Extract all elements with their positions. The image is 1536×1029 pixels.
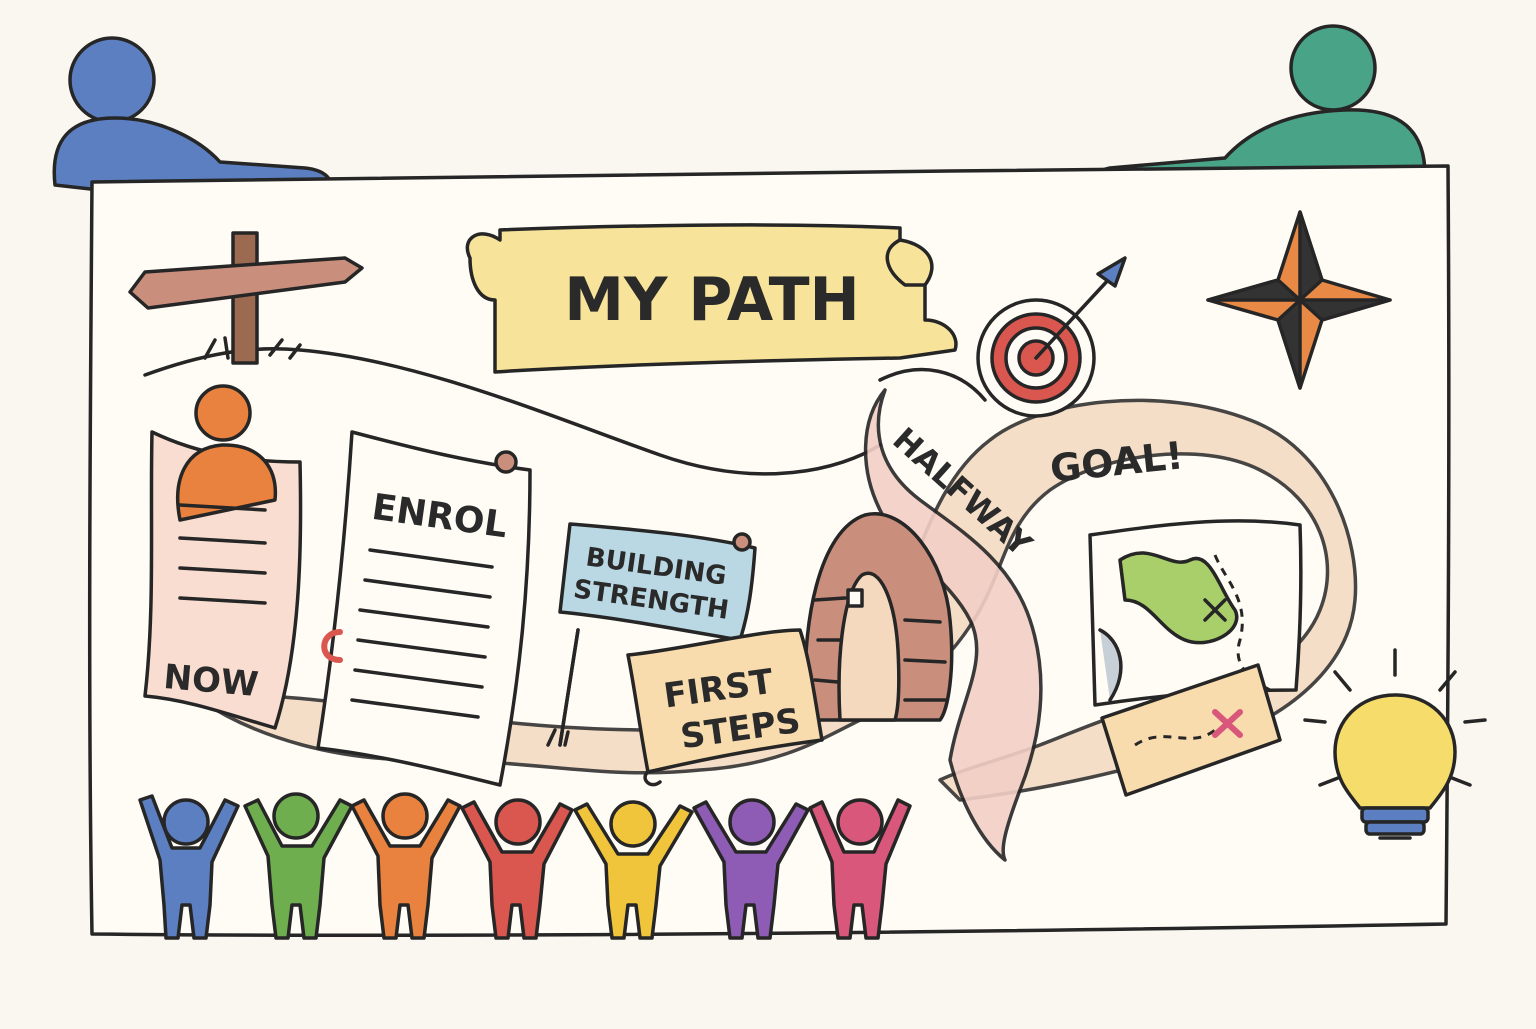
compass-star-icon bbox=[1206, 210, 1392, 390]
now-person bbox=[175, 384, 278, 522]
person-2 bbox=[243, 792, 354, 940]
person-7 bbox=[808, 798, 912, 940]
treasure-map-icon bbox=[1100, 663, 1282, 797]
person-4 bbox=[460, 798, 574, 940]
target-icon bbox=[976, 256, 1127, 418]
milestone-now: NOW bbox=[162, 657, 260, 705]
signpost-icon bbox=[128, 231, 364, 365]
person-3 bbox=[350, 792, 462, 940]
banner-title: MY PATH bbox=[564, 265, 859, 335]
building-strength-sign: BUILDING STRENGTH bbox=[546, 522, 757, 747]
map-icon bbox=[1088, 519, 1303, 707]
now-note: NOW bbox=[143, 384, 303, 730]
lightbulb-icon bbox=[1303, 648, 1487, 840]
holder-left-person bbox=[52, 36, 333, 200]
enrol-note: ENROL bbox=[316, 430, 532, 787]
people-row bbox=[138, 792, 912, 940]
person-1 bbox=[138, 794, 240, 940]
arch-icon bbox=[803, 512, 954, 722]
person-6 bbox=[692, 798, 810, 940]
title-banner: MY PATH bbox=[465, 223, 958, 374]
person-5 bbox=[573, 800, 694, 940]
